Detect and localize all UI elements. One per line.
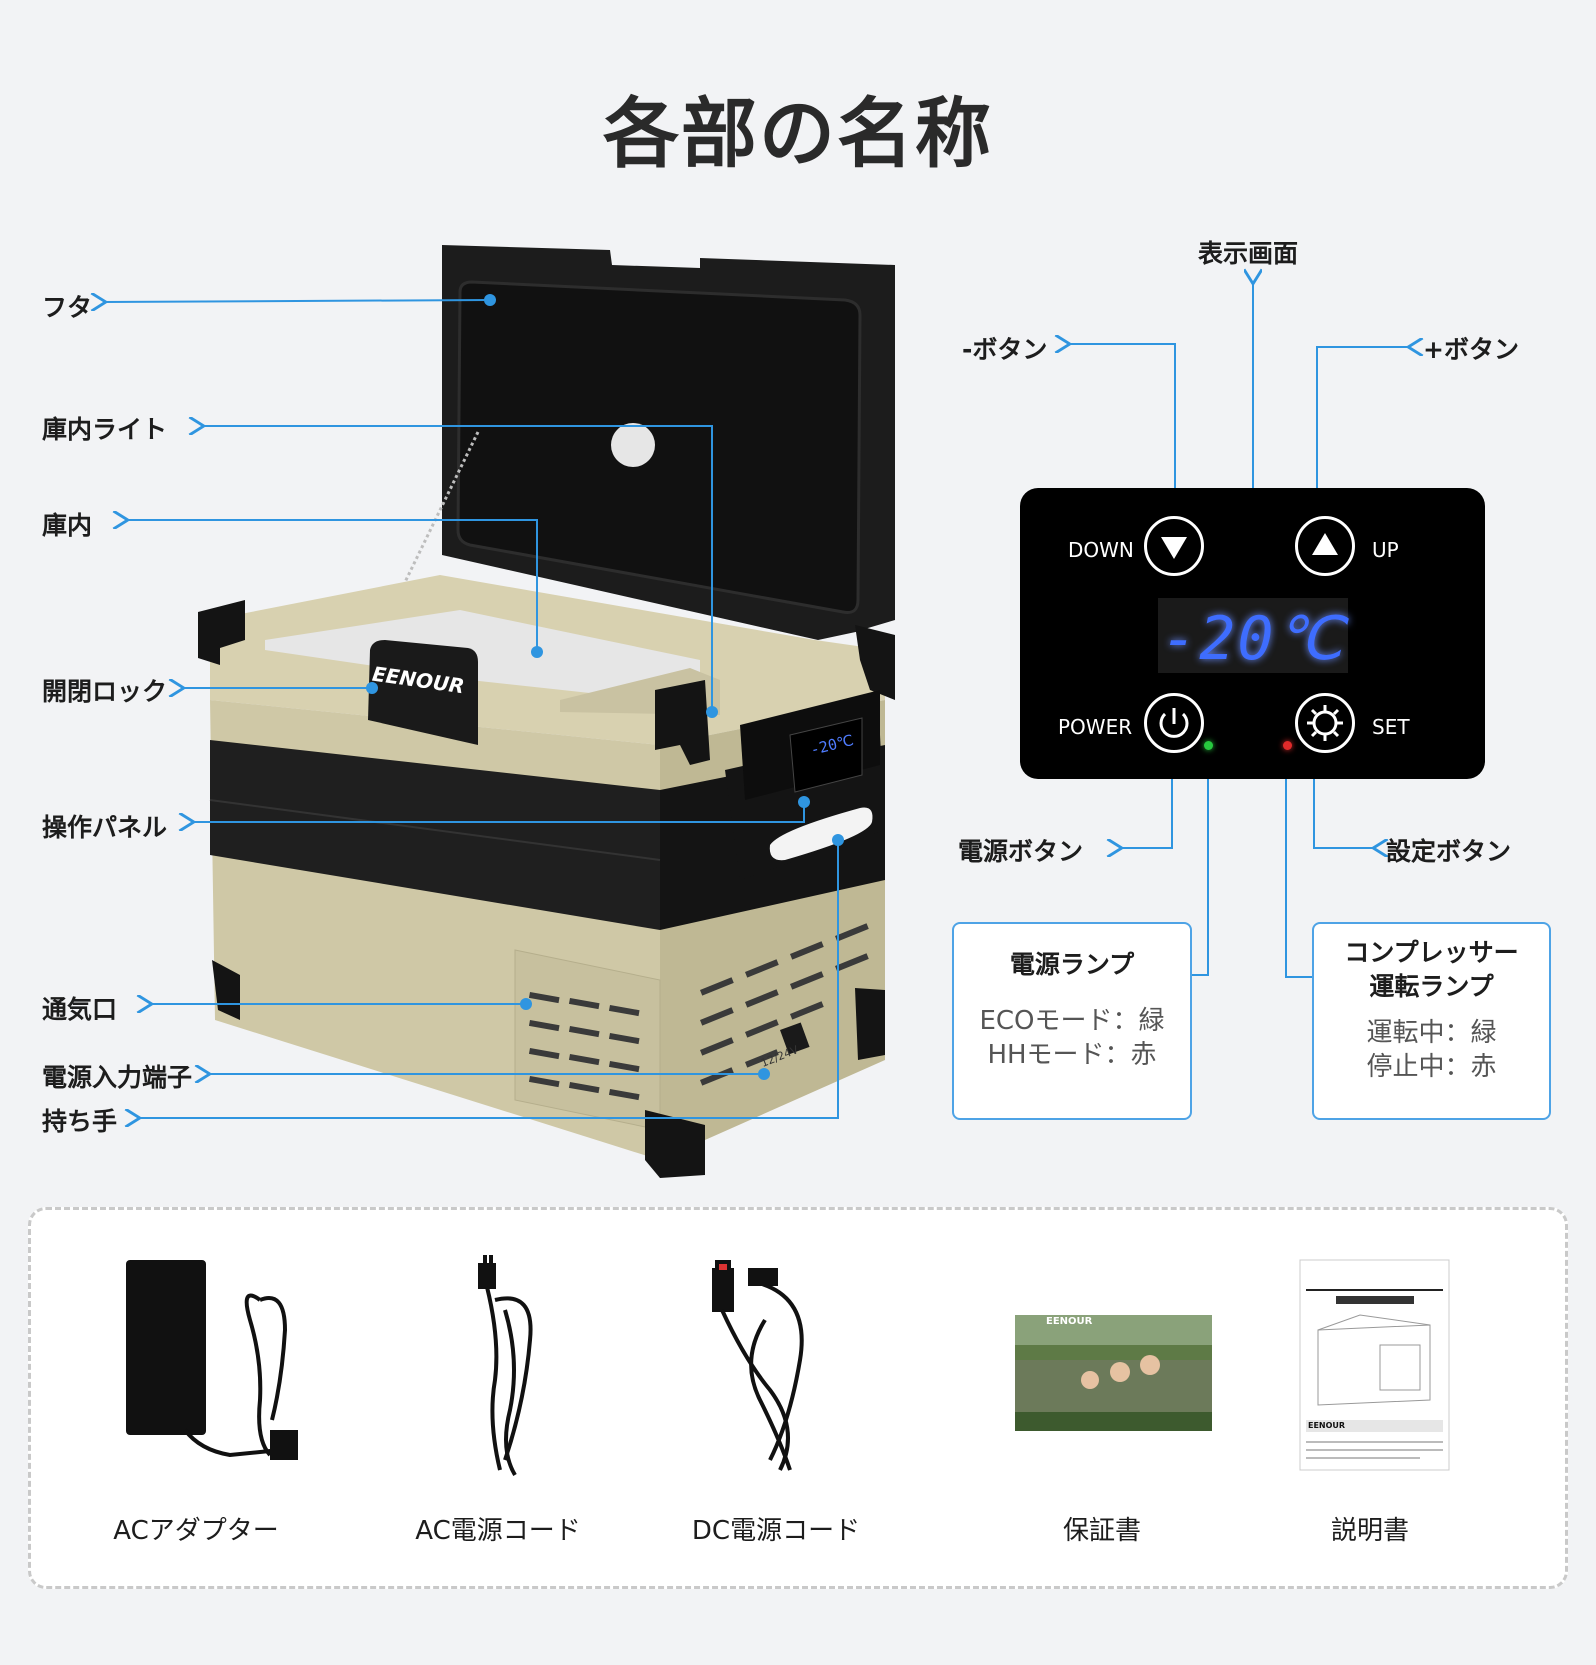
page-title: 各部の名称 bbox=[603, 89, 993, 178]
compressor-lamp-title-2: 運転ランプ bbox=[1369, 972, 1494, 1001]
lock bbox=[368, 640, 478, 745]
dark-band-front bbox=[210, 740, 660, 930]
accessory-label-ac-cord: AC電源コード bbox=[415, 1516, 581, 1546]
vent-slots-side bbox=[699, 923, 869, 1086]
down-button[interactable] bbox=[1144, 516, 1204, 576]
compressor-lamp-box: コンプレッサー 運転ランプ 運転中：緑 停止中：赤 bbox=[1312, 922, 1551, 1120]
corner-brackets bbox=[198, 600, 895, 1178]
power-lamp-title: 電源ランプ bbox=[1009, 950, 1135, 979]
vent-slots-front bbox=[528, 991, 640, 1101]
compressor-lamp-title-1: コンプレッサー bbox=[1344, 938, 1519, 967]
manual-image bbox=[1299, 1259, 1450, 1471]
accessory-label-ac-adapter: ACアダプター bbox=[113, 1516, 279, 1546]
set-button[interactable] bbox=[1295, 693, 1355, 753]
power-icon bbox=[1159, 708, 1189, 738]
up-label: UP bbox=[1372, 538, 1399, 562]
ac-cord-image bbox=[478, 1255, 533, 1477]
up-button[interactable] bbox=[1295, 516, 1355, 576]
label-set-button: 設定ボタン bbox=[1386, 837, 1512, 866]
accessory-label-warranty: 保証書 bbox=[1062, 1516, 1141, 1546]
dc-cord-image bbox=[712, 1260, 804, 1471]
compressor-lamp-line-running: 運転中：緑 bbox=[1366, 1018, 1497, 1048]
label-power-input: 電源入力端子 bbox=[42, 1063, 193, 1092]
accessory-label-dc-cord: DC電源コード bbox=[691, 1516, 861, 1546]
inner-light bbox=[611, 423, 655, 467]
control-panel-enlarged: DOWN UP -20℃ POWER SET bbox=[1020, 488, 1485, 779]
label-plus-button: +ボタン bbox=[1423, 335, 1519, 364]
set-label: SET bbox=[1372, 715, 1410, 739]
label-interior: 庫内 bbox=[42, 511, 93, 540]
label-handle: 持ち手 bbox=[42, 1107, 118, 1136]
label-inner-light: 庫内ライト bbox=[42, 415, 168, 444]
power-port bbox=[780, 1022, 810, 1055]
ac-adapter-image bbox=[126, 1260, 206, 1435]
label-control-panel: 操作パネル bbox=[42, 813, 168, 842]
power-lamp-green bbox=[1204, 741, 1213, 750]
lid-inner-panel bbox=[456, 280, 862, 614]
power-label: POWER bbox=[1058, 715, 1133, 739]
handle-bar bbox=[769, 807, 873, 861]
label-display: 表示画面 bbox=[1198, 239, 1299, 268]
temperature-value: -20℃ bbox=[1161, 604, 1345, 674]
temperature-screen: -20℃ bbox=[1158, 598, 1348, 674]
accessory-label-manual: 説明書 bbox=[1330, 1516, 1409, 1546]
lid-chain bbox=[370, 431, 480, 651]
power-button[interactable] bbox=[1144, 693, 1204, 753]
power-lamp-line-eco: ECOモード：緑 bbox=[979, 1006, 1165, 1036]
label-power-button: 電源ボタン bbox=[958, 837, 1084, 866]
warranty-card-brand: EENOUR bbox=[1046, 1316, 1093, 1327]
label-lock: 開閉ロック bbox=[42, 677, 168, 706]
manual-brand: EENOUR bbox=[1308, 1421, 1346, 1430]
compressor-lamp-red bbox=[1283, 741, 1292, 750]
power-lamp-box: 電源ランプ ECOモード：緑 HHモード：赤 bbox=[952, 922, 1192, 1120]
gear-icon bbox=[1307, 705, 1343, 741]
label-lid: フタ bbox=[42, 293, 93, 322]
label-minus-button: -ボタン bbox=[962, 335, 1048, 364]
basket bbox=[265, 610, 700, 705]
compressor-lamp-line-stopped: 停止中：赤 bbox=[1366, 1052, 1497, 1082]
down-label: DOWN bbox=[1068, 538, 1134, 562]
triangle-up-icon bbox=[1312, 533, 1338, 555]
power-lamp-line-hh: HHモード：赤 bbox=[987, 1040, 1157, 1070]
triangle-down-icon bbox=[1161, 537, 1187, 559]
label-vent: 通気口 bbox=[42, 995, 118, 1024]
